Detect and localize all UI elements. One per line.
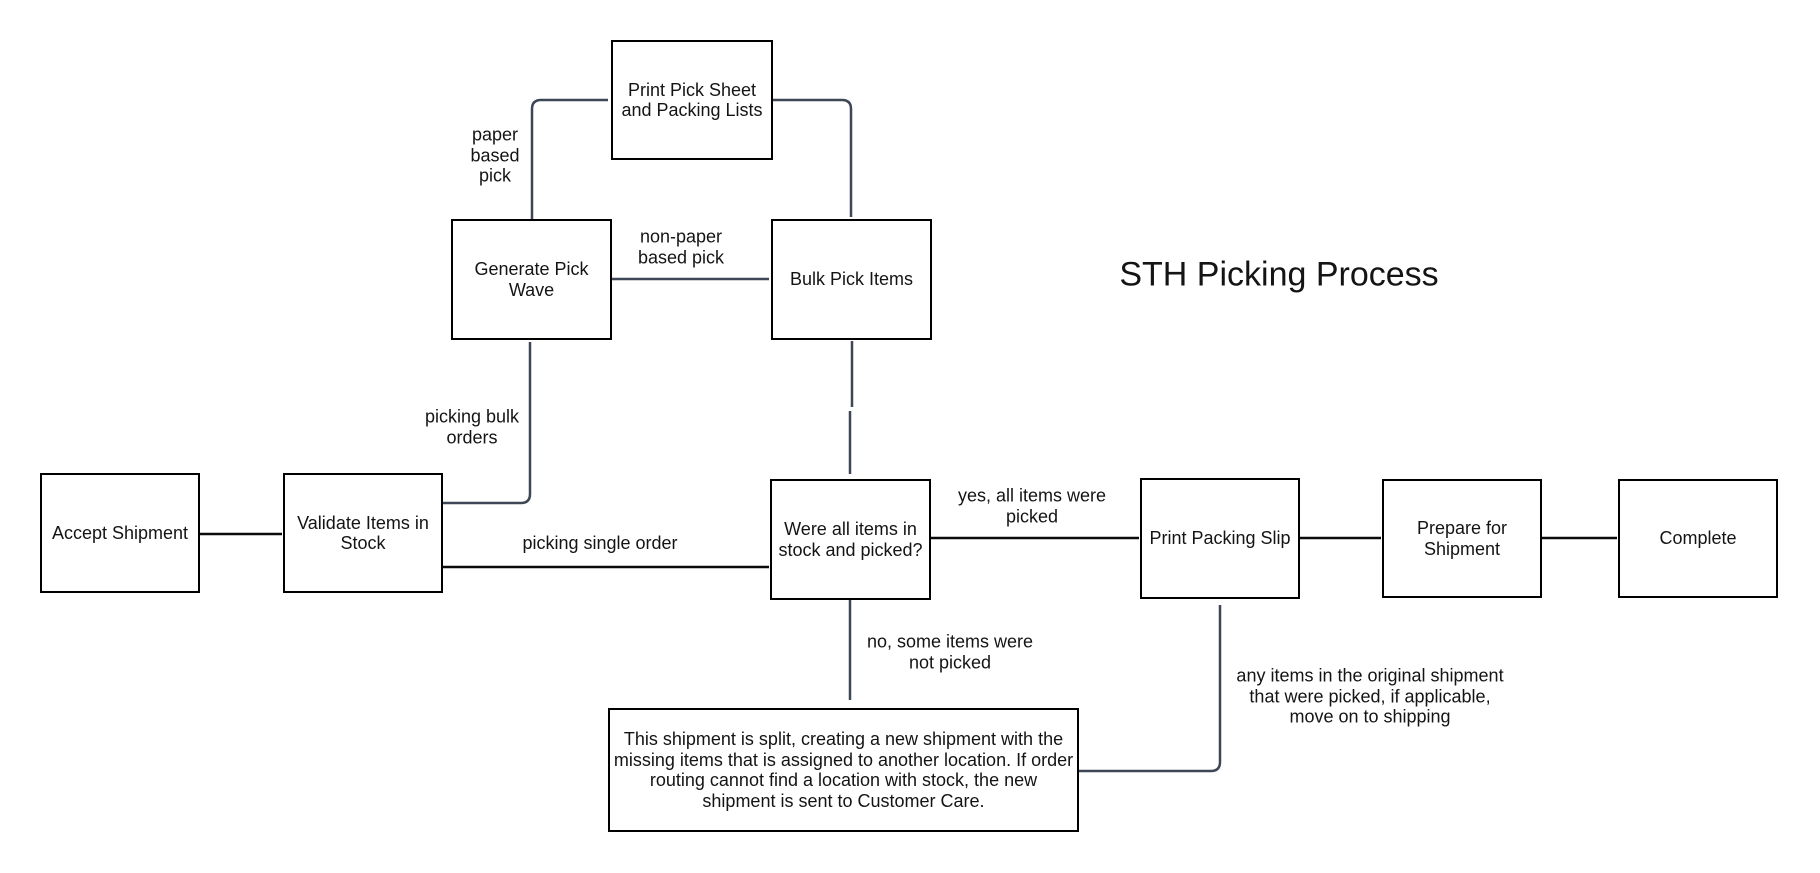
node-label-split-shipment-note: This shipment is split, creating a new s… <box>613 729 1074 811</box>
edge-validate-to-generate <box>443 342 532 505</box>
node-validate-items: Validate Items in Stock <box>283 473 443 593</box>
node-bulk-pick-items: Bulk Pick Items <box>771 219 932 340</box>
edge-label-paper-based-pick: paper based pick <box>470 124 520 186</box>
edge-label-picking-single-order: picking single order <box>522 532 678 553</box>
node-label-bulk-pick-items: Bulk Pick Items <box>789 269 914 290</box>
node-prepare-for-shipment: Prepare for Shipment <box>1382 479 1542 598</box>
node-split-shipment-note: This shipment is split, creating a new s… <box>608 708 1079 832</box>
edge-label-yes-all-items-picked: yes, all items were picked <box>957 485 1107 527</box>
edge-generate-to-print-sheet <box>530 98 608 219</box>
edge-label-no-some-items: no, some items were not picked <box>866 631 1034 673</box>
node-label-accept-shipment: Accept Shipment <box>51 522 189 543</box>
node-print-pick-sheet: Print Pick Sheet and Packing Lists <box>611 40 773 160</box>
node-label-validate-items: Validate Items in Stock <box>297 512 429 554</box>
node-label-complete: Complete <box>1659 528 1737 549</box>
node-label-print-pick-sheet: Print Pick Sheet and Packing Lists <box>621 79 763 121</box>
edge-label-non-paper-based-pick: non-paper based pick <box>637 226 725 268</box>
node-complete: Complete <box>1618 479 1778 598</box>
edge-label-picking-bulk-orders: picking bulk orders <box>424 406 520 448</box>
node-were-all-items: Were all items in stock and picked? <box>770 479 931 600</box>
node-label-prepare-for-shipment: Prepare for Shipment <box>1416 518 1508 559</box>
diagram-title: STH Picking Process <box>1119 255 1439 294</box>
edge-label-any-items-original: any items in the original shipment that … <box>1236 665 1504 727</box>
node-label-print-packing-slip: Print Packing Slip <box>1149 528 1291 549</box>
edge-split-note-to-print-slip <box>1079 605 1222 773</box>
node-label-were-all-items: Were all items in stock and picked? <box>778 519 923 560</box>
node-label-generate-pick-wave: Generate Pick Wave <box>474 259 589 300</box>
node-generate-pick-wave: Generate Pick Wave <box>451 219 612 340</box>
node-print-packing-slip: Print Packing Slip <box>1140 478 1300 599</box>
edge-print-sheet-to-bulk-pick <box>773 98 853 217</box>
node-accept-shipment: Accept Shipment <box>40 473 200 593</box>
